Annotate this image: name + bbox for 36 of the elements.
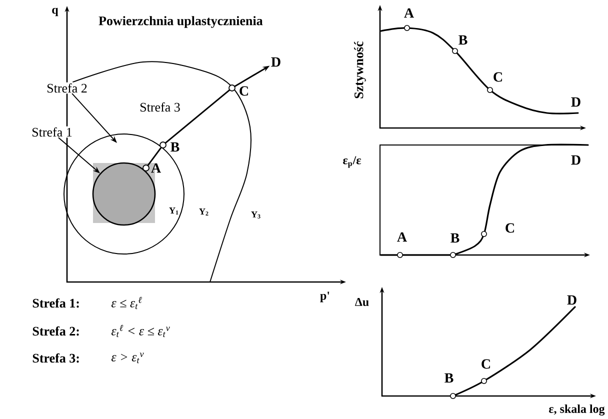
condition-formula: ε$_{t}$$^{ℓ}$ < ε ≤ ε$_{t}$ν [112, 324, 170, 338]
zone-label: Strefa 3: [32, 353, 79, 363]
title: Powierzchnia uplastycznienia [98, 16, 263, 28]
point-label: C [482, 359, 490, 369]
axis-label: q [52, 8, 58, 16]
point-label: B [450, 233, 460, 243]
axis-label: ε, skala log [549, 404, 605, 416]
point-label: A [404, 8, 414, 18]
point-label: D [571, 97, 580, 107]
point-label: B [444, 373, 454, 383]
zone-label: Strefa 2: [32, 326, 79, 336]
axis-label: ε$_{p}$/ε [343, 156, 362, 168]
point-label: B [170, 142, 180, 152]
zone-label: Strefa 2 [46, 82, 88, 94]
point-marker [160, 142, 166, 148]
condition-formula: ε > ε$_{t}$ν [112, 352, 144, 364]
zone-label: Strefa 1: [32, 298, 79, 308]
surface-label: Y$_{3}$ [251, 212, 260, 218]
point-label: A [151, 163, 161, 173]
point-label: C [506, 223, 514, 233]
condition-formula: ε ≤ ε$_{t}$ℓ [112, 296, 142, 310]
axis-label: Sztywność [354, 41, 366, 98]
point-label: D [567, 295, 576, 305]
axis-label: p' [320, 292, 330, 302]
point-label: B [458, 35, 468, 45]
surface-label: Y$_{2}$ [199, 208, 208, 216]
point-label: D [271, 57, 280, 67]
zone-label: Strefa 3 [140, 102, 180, 112]
point-label: D [571, 155, 580, 165]
axis-label: Δu [355, 298, 369, 306]
point-label: C [240, 86, 248, 96]
surface-label: Y$_{1}$ [169, 208, 178, 214]
point-label: C [494, 72, 502, 82]
point-label: A [397, 232, 407, 242]
zone-label: Strefa 1 [30, 126, 74, 138]
point-marker [228, 84, 236, 92]
